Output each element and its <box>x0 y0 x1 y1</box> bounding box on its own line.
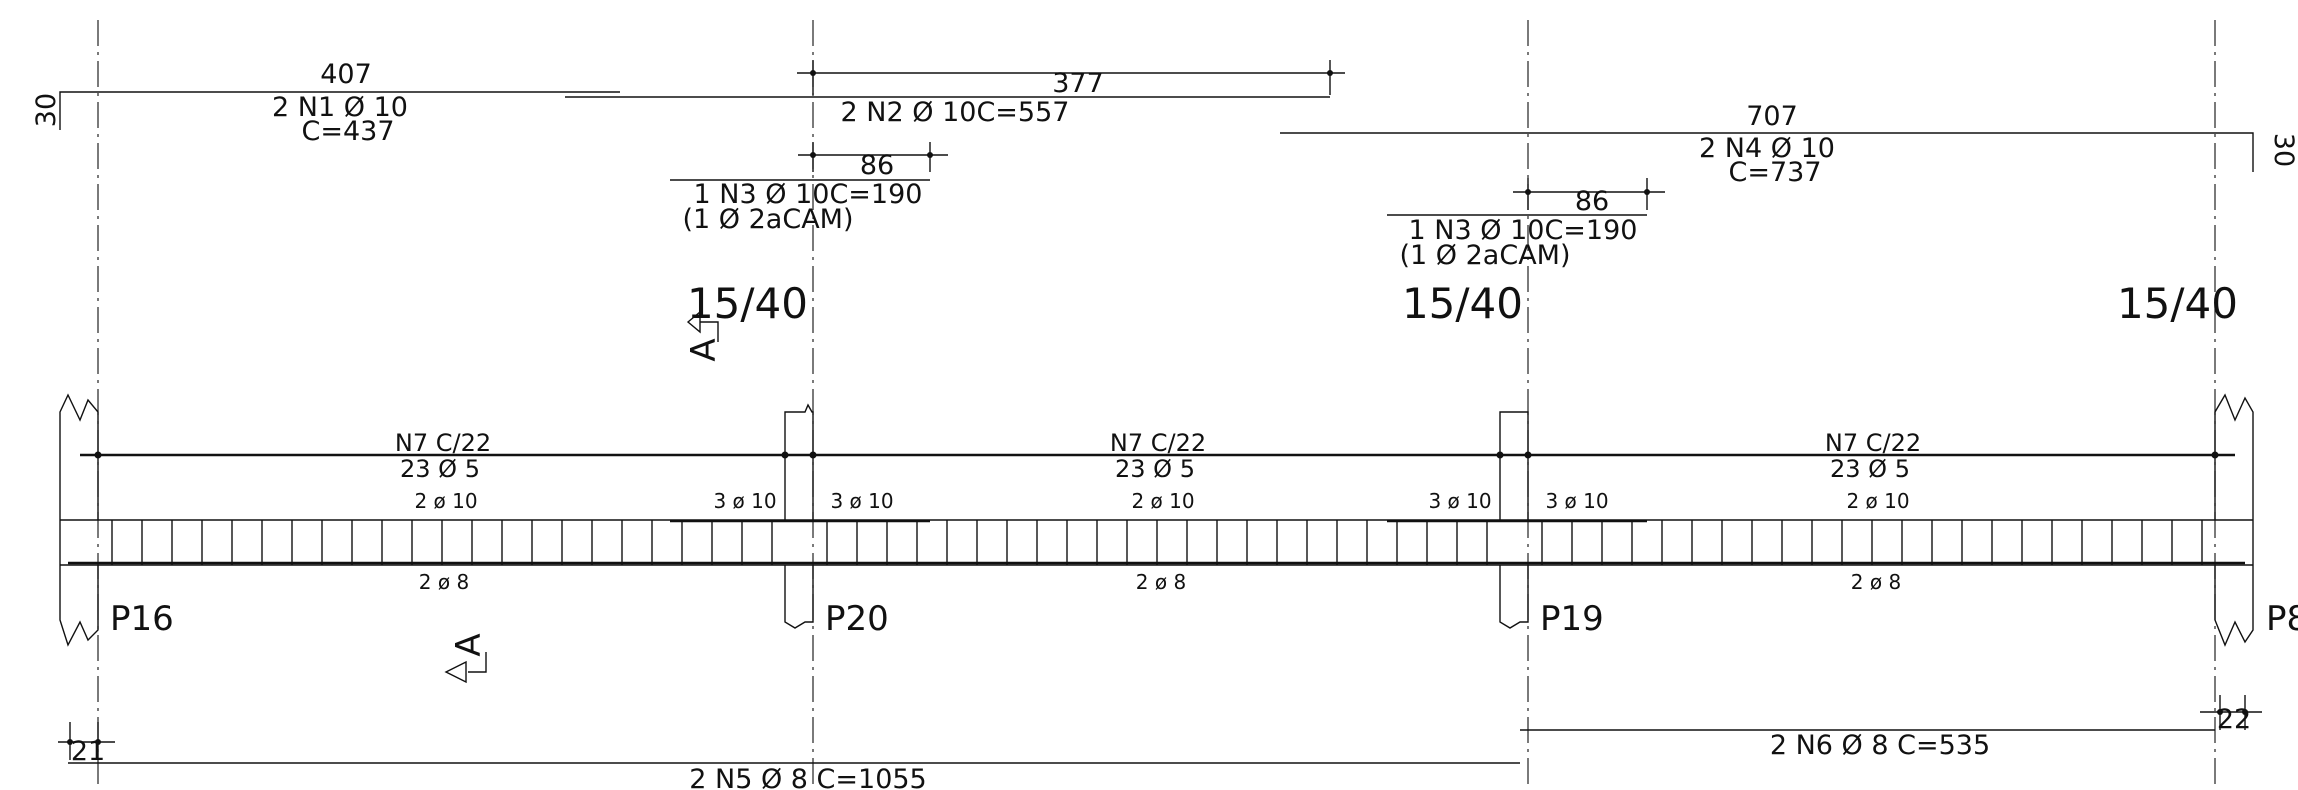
span-3-top-bars: 2 ø 10 <box>1846 489 1909 513</box>
bar-n4-hook: 30 <box>2268 133 2298 167</box>
bar-n3-left: 86 1 N3 Ø 10C=190 (1 Ø 2aCAM) <box>670 142 948 235</box>
section-cut-marker-top: A <box>684 310 724 362</box>
bar-n3-left-length: 86 <box>860 150 894 181</box>
bar-n4-count: 2 N4 Ø 10 <box>1699 133 1835 164</box>
span-2-labels: N7 C/22 23 Ø 5 2 ø 10 2 ø 8 <box>1110 429 1206 594</box>
bar-n3-left-note: (1 Ø 2aCAM) <box>682 204 853 235</box>
pillar-label-p20: P20 <box>825 599 889 639</box>
span-1-stirrup-spec: N7 C/22 <box>395 429 491 457</box>
bar-n6-label: 2 N6 Ø 8 C=535 <box>1770 730 1990 761</box>
bar-n4-total: C=737 <box>1728 157 1821 188</box>
support-top-bars: 3 ø 10 3 ø 10 3 ø 10 3 ø 10 <box>670 489 1647 523</box>
span-2-top-bars: 2 ø 10 <box>1131 489 1194 513</box>
bar-n1-length: 407 <box>320 59 372 90</box>
span-1-stirrup-count: 23 Ø 5 <box>400 455 480 483</box>
bar-n3-right-label: 1 N3 Ø 10C=190 <box>1409 215 1638 246</box>
support-bar-label-1: 3 ø 10 <box>713 489 776 513</box>
span-3-labels: N7 C/22 23 Ø 5 2 ø 10 2 ø 8 <box>1825 429 1921 594</box>
supports <box>59 393 2254 647</box>
bar-n2: 377 2 N2 Ø 10C=557 <box>565 60 1345 128</box>
span-1-bottom-bars: 2 ø 8 <box>419 570 469 594</box>
bar-n2-label: 2 N2 Ø 10C=557 <box>841 97 1070 128</box>
pillar-label-p19: P19 <box>1540 599 1604 639</box>
bar-n3-left-label: 1 N3 Ø 10C=190 <box>694 179 923 210</box>
column-axes <box>97 20 2216 790</box>
bar-n3-right: 86 1 N3 Ø 10C=190 (1 Ø 2aCAM) <box>1387 178 1665 271</box>
bar-n6-anchor: 22 <box>2217 704 2251 735</box>
stirrups <box>111 520 2203 565</box>
bar-n5-anchor: 21 <box>71 736 105 767</box>
span-1-top-bars: 2 ø 10 <box>414 489 477 513</box>
support-bar-label-3: 3 ø 10 <box>1428 489 1491 513</box>
bar-n3-right-length: 86 <box>1575 186 1609 217</box>
span-3-stirrup-count: 23 Ø 5 <box>1830 455 1910 483</box>
bar-n6: 22 2 N6 Ø 8 C=535 <box>1520 695 2262 761</box>
section-cut-label-bottom: A <box>449 633 489 656</box>
span-2-bottom-bars: 2 ø 8 <box>1136 570 1186 594</box>
bar-n4: 707 2 N4 Ø 10 C=737 30 <box>1280 101 2298 188</box>
span-3-bottom-bars: 2 ø 8 <box>1851 570 1901 594</box>
bar-n1: 407 2 N1 Ø 10 C=437 30 <box>31 59 620 147</box>
bar-n1-hook: 30 <box>31 93 62 127</box>
pillar-label-p16: P16 <box>110 599 174 639</box>
pillar-label-p8: P8 <box>2266 599 2298 639</box>
bar-n2-length: 377 <box>1052 68 1104 99</box>
span-2-stirrup-count: 23 Ø 5 <box>1115 455 1195 483</box>
bar-n4-length: 707 <box>1746 101 1798 132</box>
bar-n1-total: C=437 <box>301 116 394 147</box>
span-2-stirrup-spec: N7 C/22 <box>1110 429 1206 457</box>
bar-n3-right-note: (1 Ø 2aCAM) <box>1399 240 1570 271</box>
span-3-stirrup-spec: N7 C/22 <box>1825 429 1921 457</box>
section-cut-label-top: A <box>684 338 724 361</box>
bar-n5: 21 2 N5 Ø 8 C=1055 <box>58 722 1520 790</box>
support-bar-label-2: 3 ø 10 <box>830 489 893 513</box>
section-cut-marker-bottom: A <box>444 633 489 684</box>
stirrup-line-dots <box>94 451 2219 459</box>
span-1-labels: N7 C/22 23 Ø 5 2 ø 10 2 ø 8 <box>395 429 491 594</box>
section-label-2: 15/40 <box>1402 279 1523 328</box>
support-bar-label-4: 3 ø 10 <box>1545 489 1608 513</box>
bar-n5-label: 2 N5 Ø 8 C=1055 <box>689 764 927 790</box>
section-label-1: 15/40 <box>687 279 808 328</box>
section-label-3: 15/40 <box>2117 279 2238 328</box>
bar-n1-count: 2 N1 Ø 10 <box>272 92 408 123</box>
